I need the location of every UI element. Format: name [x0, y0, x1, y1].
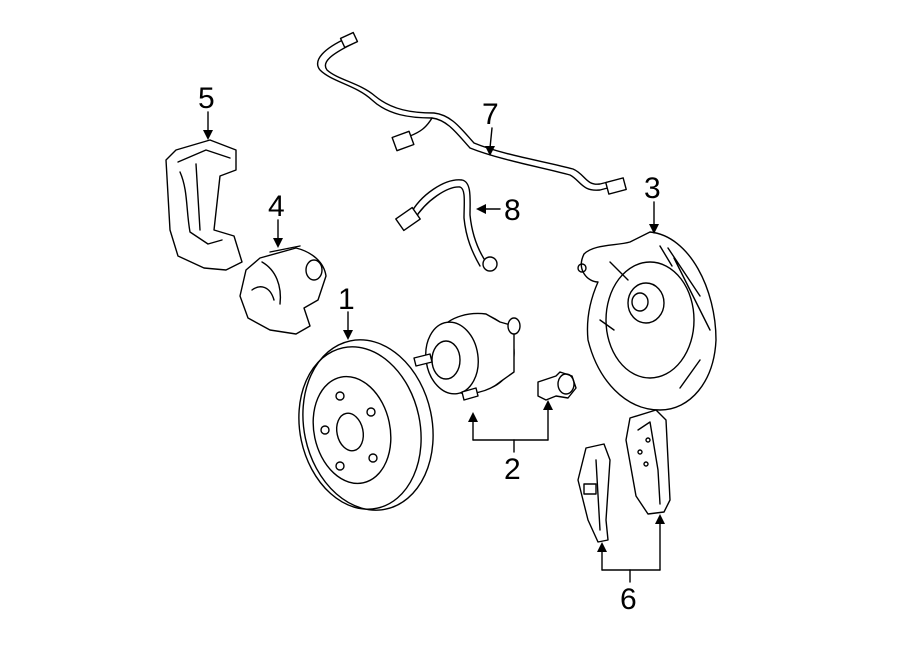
callout-label-7: 7: [482, 98, 499, 131]
wheel-speed-sensor: [395, 179, 498, 272]
callout-label-8: 8: [504, 194, 521, 227]
callout-label-1: 1: [338, 283, 355, 316]
brake-rotor: [298, 339, 434, 511]
callout-label-5: 5: [198, 82, 215, 115]
callout-label-4: 4: [268, 190, 285, 223]
callout-label-2: 2: [504, 453, 521, 486]
wiring-harness: [317, 31, 627, 195]
callout-leaders: [203, 111, 665, 583]
splash-shield: [577, 231, 717, 411]
callout-label-6: 6: [620, 583, 637, 616]
caliper: [239, 245, 327, 335]
callout-label-3: 3: [644, 172, 661, 205]
brake-pads: [577, 409, 671, 543]
caliper-bracket: [165, 139, 243, 271]
hub-bearing-assembly: [413, 312, 577, 401]
